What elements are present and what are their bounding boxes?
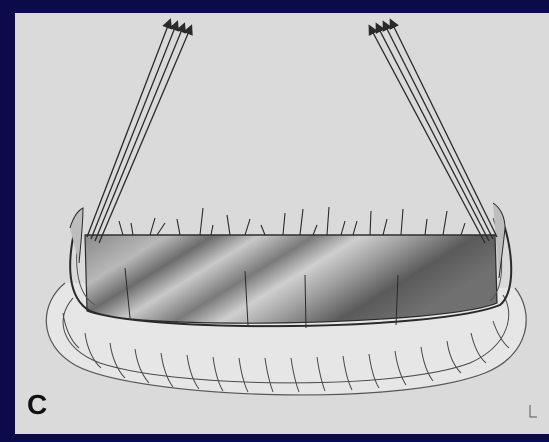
illustration-panel: C — [15, 13, 549, 434]
cell-illustration — [15, 13, 549, 434]
cell-body — [85, 235, 497, 323]
panel-label: C — [27, 391, 47, 419]
